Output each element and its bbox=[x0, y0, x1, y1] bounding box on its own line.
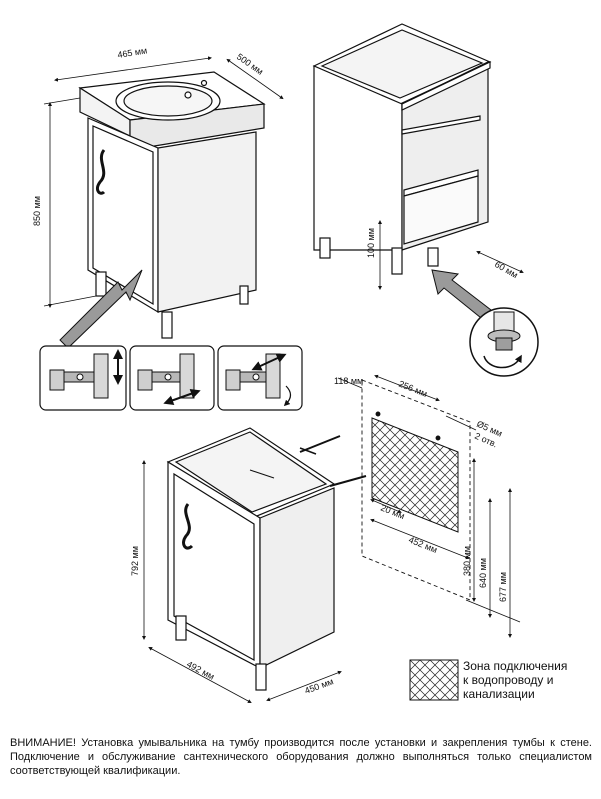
frame-dimension-lines bbox=[378, 220, 524, 290]
legend-line-2: к водопроводу и bbox=[463, 673, 554, 687]
dim-100: 100 мм bbox=[366, 228, 376, 258]
dim-465: 465 мм bbox=[117, 45, 148, 60]
dim-492: 492 мм bbox=[185, 659, 216, 682]
legend-label: Зона подключения к водопроводу и канализ… bbox=[463, 659, 598, 701]
dim-677: 677 мм bbox=[498, 572, 508, 602]
warning-text: ВНИМАНИЕ! Установка умывальника на тумбу… bbox=[10, 737, 592, 777]
hinge-panel-3 bbox=[217, 345, 303, 411]
dim-450: 450 мм bbox=[303, 676, 335, 696]
legend-line-3: канализации bbox=[463, 687, 535, 701]
legend-line-1: Зона подключения bbox=[463, 659, 568, 673]
dim-500: 500 мм bbox=[235, 51, 265, 76]
legend-swatch bbox=[409, 659, 459, 701]
dim-60: 60 мм bbox=[493, 259, 520, 280]
cabinet-frame bbox=[312, 23, 492, 275]
dim-118: 118 мм bbox=[334, 376, 363, 386]
hinge-panel-1 bbox=[39, 345, 127, 411]
dim-792: 792 мм bbox=[130, 546, 140, 576]
wall-dimension-lines bbox=[337, 374, 521, 638]
dim-452: 452 мм bbox=[407, 535, 438, 555]
top-dimension-lines bbox=[43, 56, 284, 308]
dim-380: 380 мм bbox=[462, 546, 472, 576]
dim-640: 640 мм bbox=[478, 558, 488, 588]
dim-850: 850 мм bbox=[32, 196, 42, 226]
bottom-cabinet bbox=[166, 427, 336, 691]
leg-adjust-icon bbox=[469, 307, 539, 377]
bottom-dimension-lines bbox=[142, 460, 342, 703]
vanity-with-basin bbox=[78, 71, 266, 339]
arrow-to-hinges bbox=[59, 269, 143, 349]
hinge-panel-2 bbox=[129, 345, 215, 411]
